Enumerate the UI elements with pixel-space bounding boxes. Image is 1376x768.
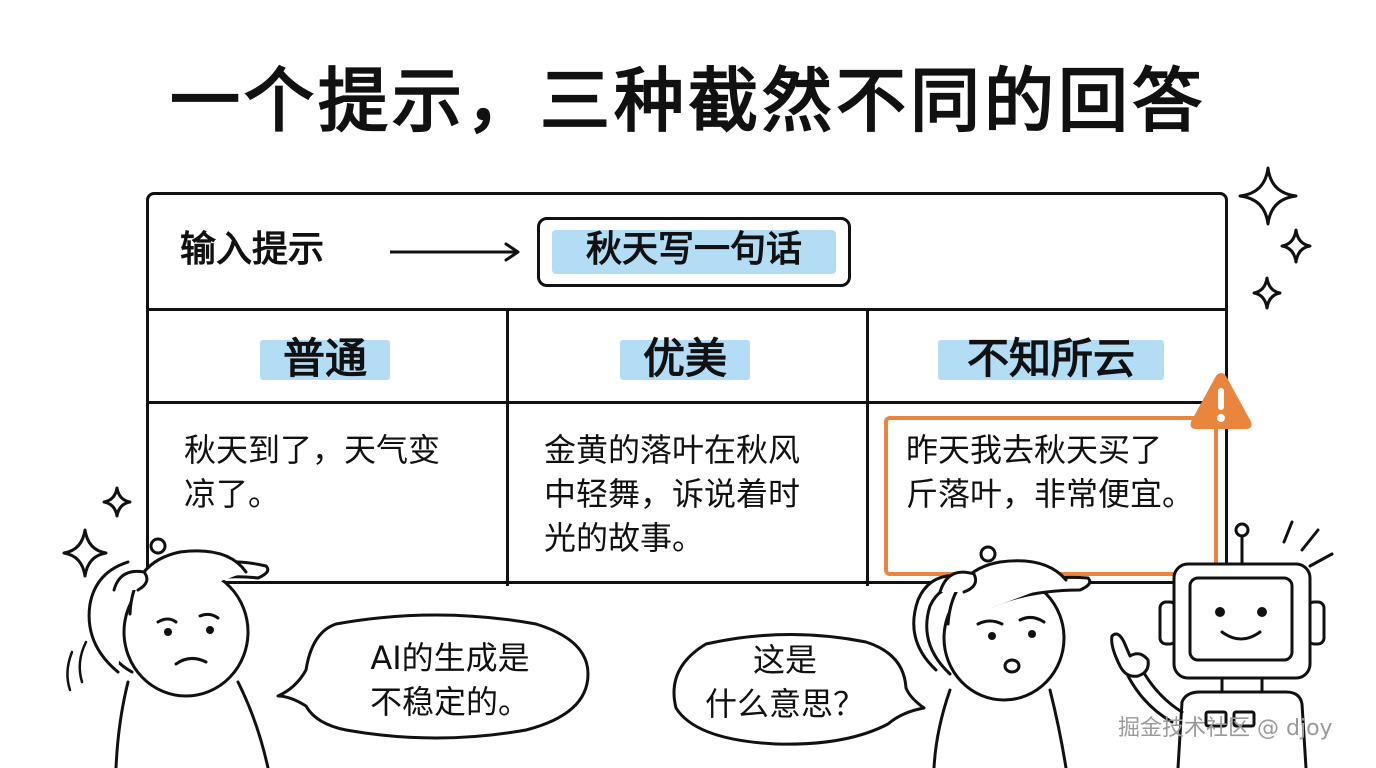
column-header-beautiful: 优美 <box>620 332 750 386</box>
sparkle-icon <box>1238 166 1298 226</box>
speech-line: AI的生成是 <box>370 639 530 677</box>
divider <box>506 310 509 586</box>
speech-bubble <box>276 613 590 740</box>
sparkle-icon <box>62 528 108 578</box>
sparkle-icon <box>1252 276 1282 310</box>
confused-person <box>66 537 270 768</box>
puzzled-person <box>912 545 1092 768</box>
column-header-label: 优美 <box>642 334 727 383</box>
watermark: 掘金技术社区 @ djoy <box>1118 716 1333 741</box>
cell-line: 斤落叶，非常便宜。 <box>906 475 1195 513</box>
prompt-text: 秋天写一句话 <box>585 229 802 270</box>
cell-line: 光的故事。 <box>544 519 705 557</box>
cell-line: 金黄的落叶在秋风 <box>544 431 801 469</box>
warning-icon <box>1190 373 1252 429</box>
prompt-box <box>537 217 851 287</box>
cell-line: 昨天我去秋天买了 <box>906 431 1163 469</box>
speech-line: 什么意思？ <box>704 685 865 723</box>
speech-text-left: AI的生成是 不稳定的。 <box>330 636 570 724</box>
sparkle-icon <box>102 486 132 518</box>
cell-line: 中轻舞，诉说着时 <box>544 475 801 513</box>
cell-nonsense: 昨天我去秋天买了 斤落叶，非常便宜。 <box>906 428 1194 516</box>
column-header-label: 不知所云 <box>966 334 1135 383</box>
sparkle-icon <box>1280 228 1312 264</box>
cell-normal: 秋天到了，天气变 凉了。 <box>184 428 440 516</box>
column-header-label: 普通 <box>282 334 367 383</box>
speech-bubble <box>672 632 926 746</box>
robot <box>1110 520 1334 768</box>
divider <box>146 308 1228 311</box>
page-title: 一个提示，三种截然不同的回答 <box>170 60 1206 142</box>
cell-line: 凉了。 <box>184 475 281 513</box>
divider <box>866 310 869 586</box>
arrow-icon <box>390 242 520 262</box>
column-header-normal: 普通 <box>260 332 390 386</box>
speech-line: 这是 <box>752 641 817 679</box>
speech-line: 不稳定的。 <box>369 683 530 721</box>
cell-beautiful: 金黄的落叶在秋风 中轻舞，诉说着时 光的故事。 <box>544 428 800 560</box>
divider <box>146 401 1228 404</box>
prompt-label: 输入提示 <box>180 229 325 270</box>
column-header-nonsense: 不知所云 <box>938 332 1164 386</box>
speech-text-right: 这是 什么意思？ <box>680 638 890 726</box>
cell-line: 秋天到了，天气变 <box>184 431 441 469</box>
